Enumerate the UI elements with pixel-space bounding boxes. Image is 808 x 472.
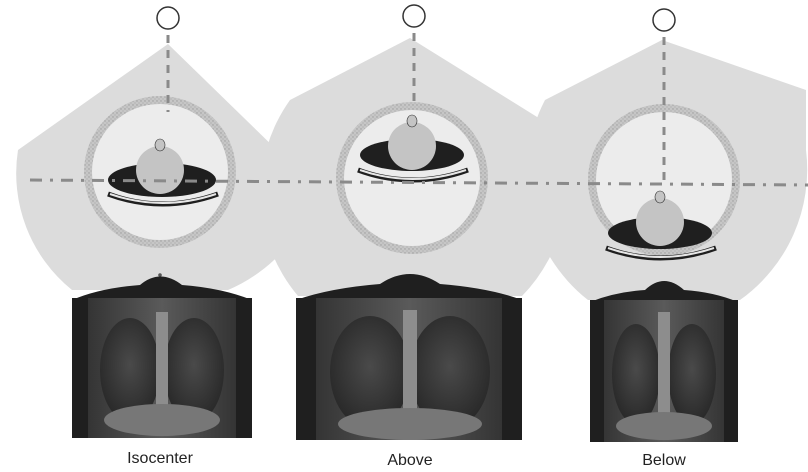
xray-source-below	[653, 9, 675, 31]
patient-head-below	[636, 198, 684, 246]
panel-above	[260, 5, 567, 440]
label-below: Below	[642, 452, 686, 470]
xray-source-isocenter	[157, 7, 179, 29]
label-above: Above	[387, 452, 432, 470]
scout-image-above	[296, 274, 522, 440]
patient-head-above	[388, 122, 436, 170]
panel-below	[527, 9, 807, 442]
xray-source-above	[403, 5, 425, 27]
label-isocenter: Isocenter	[127, 450, 193, 468]
patient-nose-below	[655, 191, 665, 203]
patient-nose-above	[407, 115, 417, 127]
patient-head-isocenter	[136, 146, 184, 194]
patient-nose-isocenter	[155, 139, 165, 151]
scout-image-below	[590, 281, 738, 442]
scout-image-isocenter	[72, 277, 252, 439]
detector-marker-isocenter	[158, 273, 162, 277]
